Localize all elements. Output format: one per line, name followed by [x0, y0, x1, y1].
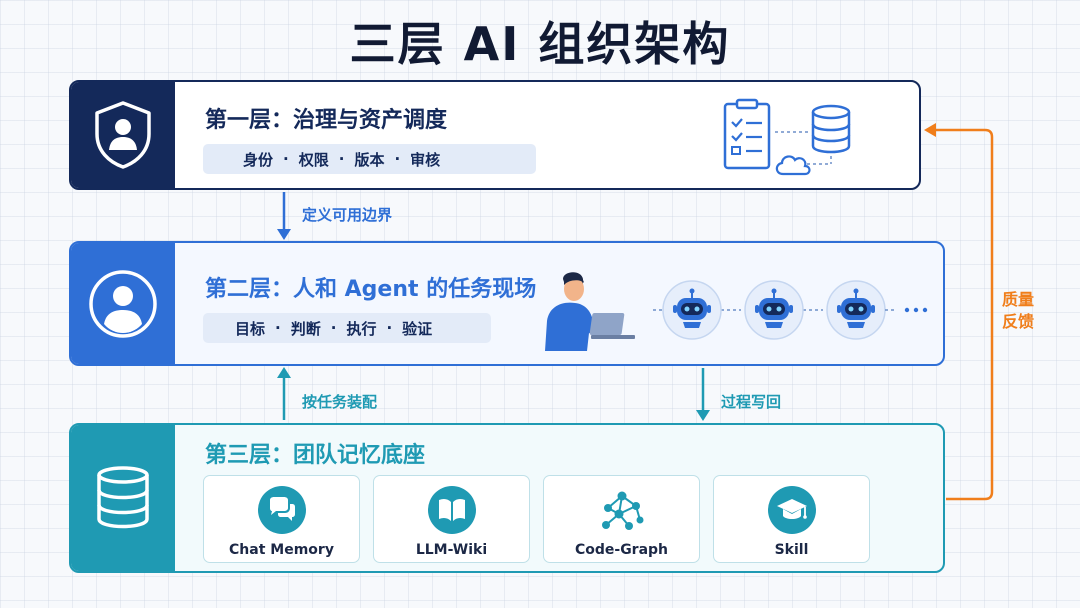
layer-3-team-memory: 第三层：团队记忆底座 Chat Memory LLM-Wiki	[69, 423, 945, 573]
shield-user-icon	[95, 101, 151, 169]
page-title: 三层 AI 组织架构	[349, 17, 731, 71]
card-llm-wiki: LLM-Wiki	[373, 475, 530, 563]
graduation-cap-icon	[776, 499, 807, 519]
tag: 版本	[354, 150, 385, 169]
layer-1-tags: 身份· 权限· 版本· 审核	[203, 144, 536, 174]
graph-network-icon	[601, 491, 643, 530]
governance-illustration	[723, 98, 851, 176]
card-label: Chat Memory	[229, 542, 334, 558]
database-icon	[97, 466, 149, 529]
layer-2-title: 第二层：人和 Agent 的任务现场	[205, 277, 537, 302]
robot-icon	[826, 280, 886, 340]
robot-icon	[662, 280, 722, 340]
clipboard-checklist-icon	[723, 98, 771, 170]
layer-3-icon-panel	[71, 425, 175, 571]
tag: 权限	[298, 150, 329, 169]
agent-row	[653, 280, 928, 340]
card-label: Code-Graph	[574, 542, 669, 558]
label-define-boundary: 定义可用边界	[302, 206, 393, 224]
robot-icon	[744, 280, 804, 340]
card-code-graph: Code-Graph	[543, 475, 700, 563]
layer-3-title: 第三层：团队记忆底座	[205, 443, 426, 468]
user-circle-icon	[89, 269, 157, 338]
arrow-define-boundary	[277, 192, 291, 240]
tag: 身份	[243, 150, 274, 169]
tag: 验证	[402, 319, 433, 338]
tag: 目标	[235, 319, 266, 338]
memory-cards: Chat Memory LLM-Wiki	[203, 475, 870, 563]
ellipsis-icon	[904, 307, 928, 313]
card-skill: Skill	[713, 475, 870, 563]
card-icon-circle	[427, 486, 476, 534]
tag: 执行	[346, 319, 377, 338]
card-icon-circle	[767, 486, 816, 534]
layer-1-title: 第一层：治理与资产调度	[205, 108, 448, 133]
card-label: LLM-Wiki	[415, 542, 488, 558]
card-chat-memory: Chat Memory	[203, 475, 360, 563]
feedback-line-1: 质量	[1002, 290, 1035, 309]
card-icon-holder	[598, 486, 646, 534]
tag: 审核	[410, 150, 441, 169]
layer-1-icon-panel	[71, 82, 175, 188]
arrow-write-back	[696, 368, 710, 421]
layer-2-tags: 目标· 判断· 执行· 验证	[203, 313, 491, 343]
layer-2-icon-panel	[71, 243, 175, 364]
cloud-icon	[775, 155, 811, 176]
database-icon	[811, 104, 851, 154]
chat-bubbles-icon	[269, 497, 295, 521]
label-quality-feedback: 质量 反馈	[1002, 289, 1034, 333]
layer-2-task-scene: 第二层：人和 Agent 的任务现场 目标· 判断· 执行· 验证	[69, 241, 945, 366]
person-laptop-icon	[545, 272, 635, 351]
label-write-back: 过程写回	[721, 393, 782, 411]
arrow-assemble-by-task	[277, 367, 291, 420]
card-icon-circle	[257, 486, 306, 534]
feedback-line-2: 反馈	[1002, 312, 1035, 331]
layer-1-governance: 第一层：治理与资产调度 身份· 权限· 版本· 审核	[69, 80, 921, 190]
label-assemble-by-task: 按任务装配	[302, 393, 378, 411]
card-label: Skill	[774, 542, 809, 558]
arrow-quality-feedback	[924, 123, 994, 501]
book-icon	[438, 498, 465, 521]
tag: 判断	[290, 319, 321, 338]
